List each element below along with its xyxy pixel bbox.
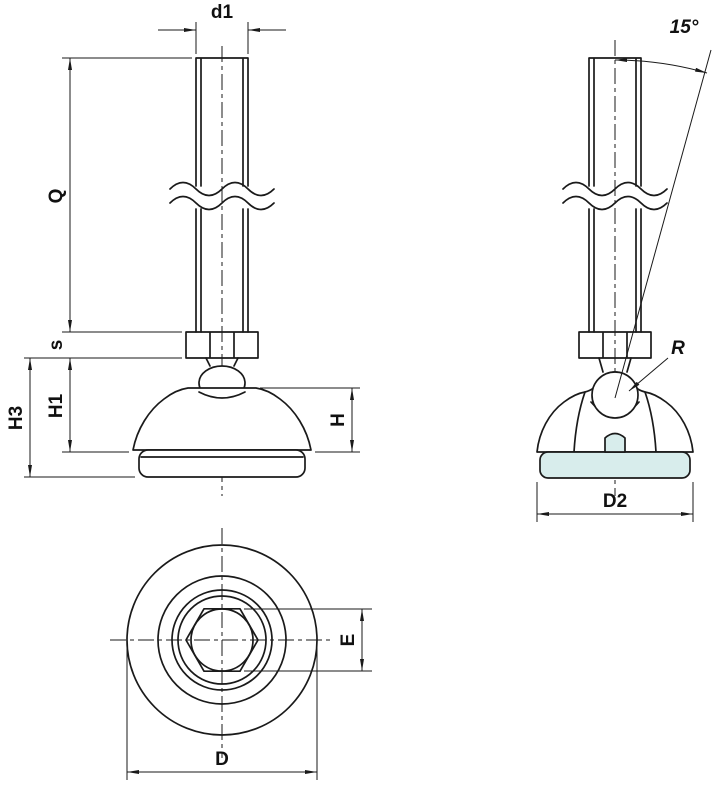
section-pad-boss: [604, 432, 626, 453]
plan-view: D E: [110, 528, 372, 780]
label-H1: H1: [46, 393, 67, 418]
plan-thread-circle: [190, 608, 254, 672]
q-extension-lines: [62, 57, 192, 333]
label-d1: d1: [211, 2, 234, 23]
label-s: s: [46, 340, 67, 351]
label-H: H: [328, 413, 349, 427]
label-R: R: [671, 338, 685, 359]
plan-ball-circle: [177, 595, 267, 685]
front-break-lines: [169, 181, 275, 211]
tilt-line: [614, 49, 712, 399]
section-ball: [591, 371, 639, 419]
tilt-arc: [614, 58, 708, 74]
r-leader-line: [628, 357, 669, 392]
front-dimensions: d1 Q s H1 H3 H: [6, 2, 360, 478]
label-Q: Q: [46, 189, 67, 204]
front-base-bell: [132, 387, 312, 451]
e-extension-lines: [244, 608, 372, 672]
label-angle: 15°: [670, 17, 699, 38]
section-pad: [539, 451, 691, 479]
section-gusset-curves: [573, 391, 657, 453]
d-extension-lines: [126, 646, 318, 780]
front-stem-outline: [195, 57, 249, 333]
label-E: E: [338, 634, 359, 647]
front-view: [132, 46, 312, 496]
d1-extension-lines: [195, 22, 249, 54]
front-pad: [138, 449, 306, 478]
plan-hexagon: [185, 607, 259, 673]
label-D: D: [215, 749, 229, 770]
plan-socket-circle: [171, 589, 273, 691]
front-neck: [205, 357, 239, 367]
plan-centerlines: [110, 528, 334, 758]
section-view: 15° R D2: [536, 17, 712, 522]
plan-outer-circle: [126, 544, 318, 736]
front-hex-nut: [185, 331, 259, 359]
front-socket-lip: [198, 391, 246, 399]
label-H3: H3: [6, 406, 27, 430]
section-stem-outline: [588, 57, 642, 333]
section-neck: [598, 357, 632, 373]
plan-bell-rim-circle: [157, 575, 287, 705]
section-break-lines: [562, 181, 668, 211]
label-D2: D2: [603, 491, 627, 512]
